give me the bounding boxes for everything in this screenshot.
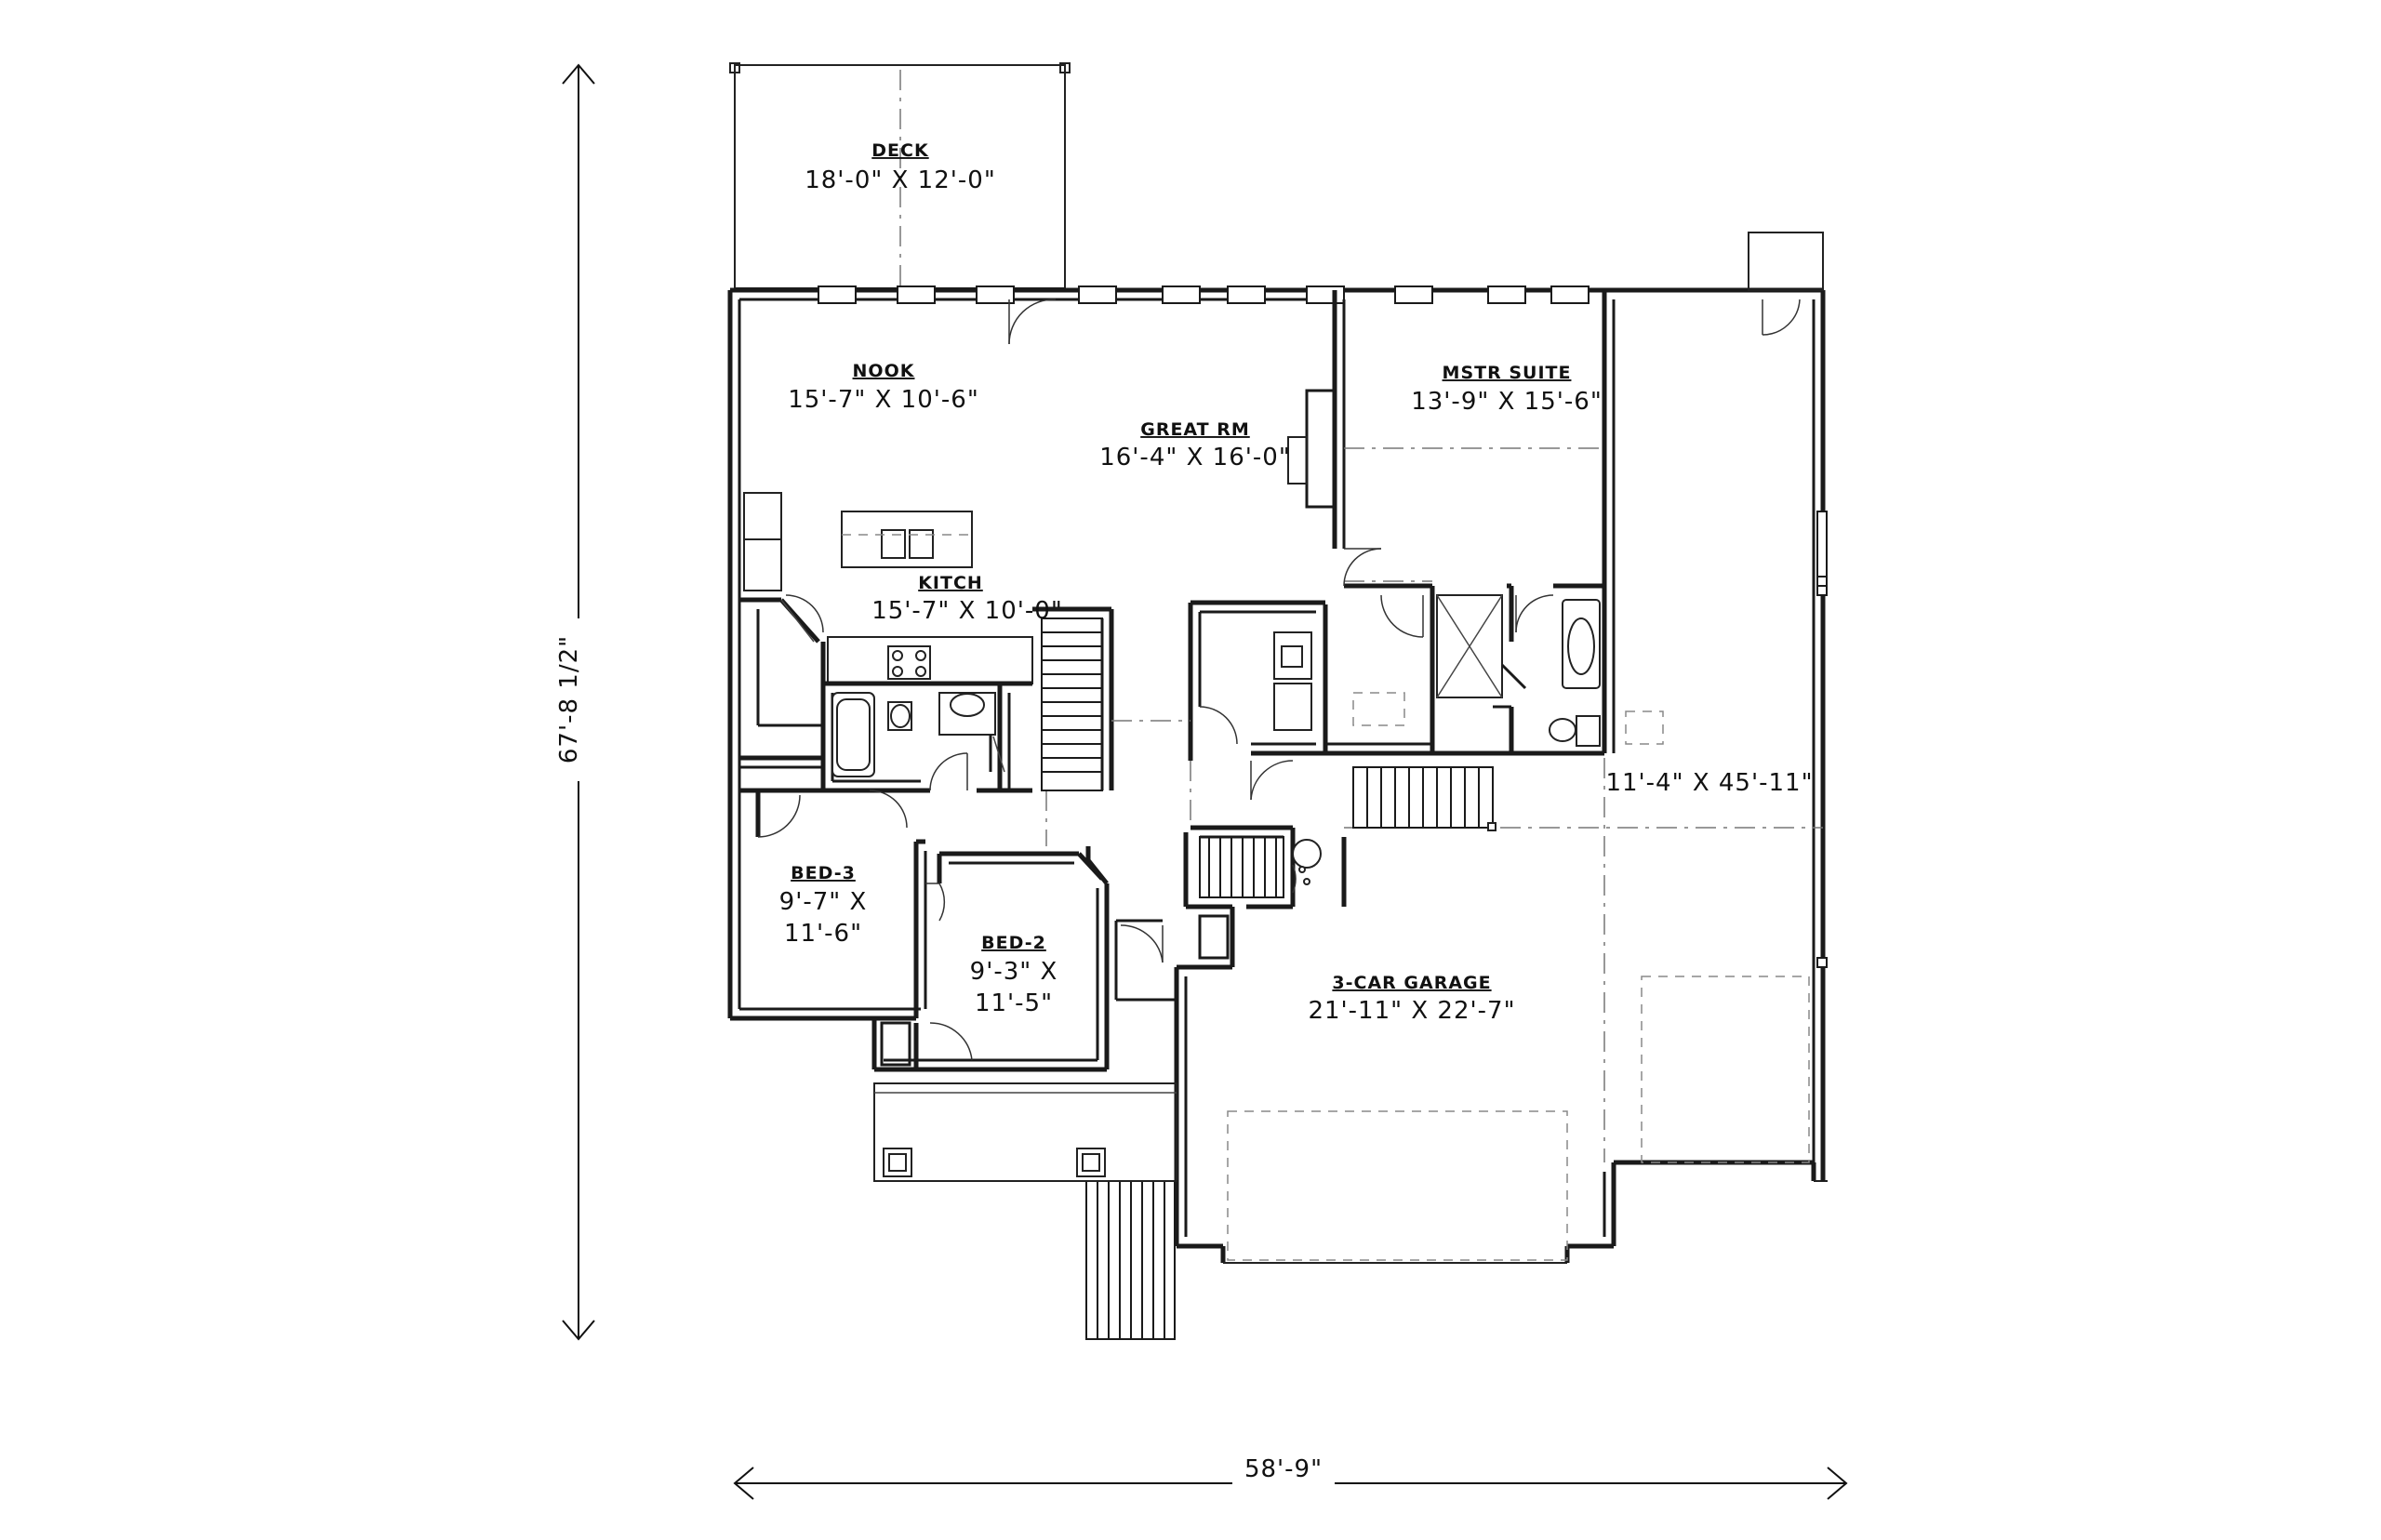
overall-depth-label: 67'-8 1/2" bbox=[555, 635, 583, 763]
interior-walls bbox=[739, 290, 1823, 1162]
overall-width-dimension: 58'-9" bbox=[733, 1455, 1848, 1500]
garage-size: 21'-11" X 22'-7" bbox=[1308, 997, 1515, 1025]
front-porch bbox=[873, 1082, 1177, 1182]
bed-2-label: BED-2 bbox=[981, 933, 1046, 953]
bed-3-size-line2: 11'-6" bbox=[784, 920, 862, 948]
deck-label: DECK bbox=[871, 140, 929, 161]
stairs bbox=[1041, 617, 1496, 1340]
garage-label: 3-CAR GARAGE bbox=[1332, 973, 1491, 993]
deck-size: 18'-0" X 12'-0" bbox=[805, 166, 996, 194]
garage-rv-size: 11'-4" X 45'-11" bbox=[1605, 769, 1813, 797]
bed-2-size-line1: 9'-3" X bbox=[970, 958, 1058, 986]
bed-3-size-line1: 9'-7" X bbox=[779, 888, 868, 916]
bed-2-size-line2: 11'-5" bbox=[975, 989, 1053, 1017]
bed-3-label: BED-3 bbox=[791, 863, 856, 883]
mstr-suite-label: MSTR SUITE bbox=[1443, 363, 1572, 383]
overall-width-label: 58'-9" bbox=[1244, 1455, 1323, 1483]
kitch-size: 15'-7" X 10'-0" bbox=[871, 597, 1063, 625]
kitch-label: KITCH bbox=[918, 573, 983, 593]
great-rm-label: GREAT RM bbox=[1140, 419, 1250, 440]
nook-size: 15'-7" X 10'-6" bbox=[788, 386, 979, 414]
dashed-guides bbox=[1045, 447, 1604, 846]
nook-label: NOOK bbox=[853, 361, 915, 381]
garage-door-outlines bbox=[1227, 976, 1810, 1261]
windows bbox=[818, 285, 1828, 968]
overall-depth-dimension: 67'-8 1/2" bbox=[553, 63, 595, 1341]
great-rm-size: 16'-4" X 16'-0" bbox=[1099, 444, 1291, 471]
door-swings bbox=[757, 299, 1801, 1061]
mstr-suite-size: 13'-9" X 15'-6" bbox=[1411, 388, 1603, 416]
room-labels: DECK 18'-0" X 12'-0" NOOK 15'-7" X 10'-6… bbox=[779, 140, 1813, 1025]
